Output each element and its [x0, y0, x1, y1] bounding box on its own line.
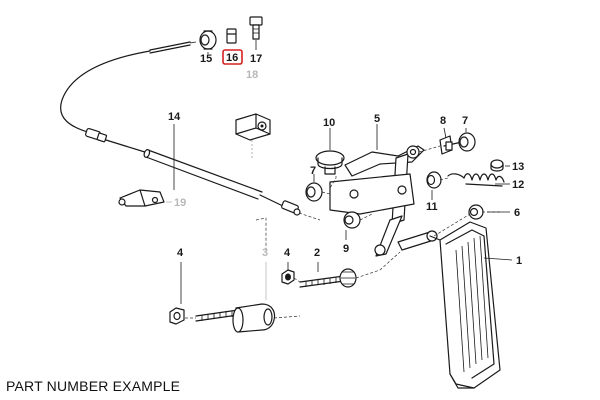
diagram-caption: PART NUMBER EXAMPLE [6, 378, 181, 394]
part-7-bushing-upper [458, 132, 476, 152]
part-4-nut-lower [169, 307, 185, 325]
part-5-pedal-lever [329, 145, 438, 257]
part-10-stop-pin [315, 150, 345, 175]
callout-10: 10 [323, 117, 335, 129]
callout-9: 9 [343, 243, 349, 255]
part-6-bushing [468, 204, 484, 220]
highlight-part-16 [222, 49, 243, 65]
part-2-adjusting-bolt [299, 268, 357, 288]
callout-18: 18 [246, 69, 258, 81]
part-18-bracket [235, 113, 271, 141]
callout-11: 11 [426, 201, 438, 213]
callout-1: 1 [516, 255, 522, 267]
callout-14: 14 [168, 111, 181, 123]
part-9-bushing [343, 211, 361, 229]
callout-7-lower: 7 [310, 165, 316, 177]
part-15-grommet [199, 30, 217, 50]
callout-13: 13 [512, 161, 524, 173]
leader-lines [185, 140, 500, 319]
part-11-bushing [426, 171, 442, 189]
part-8-clip [439, 135, 463, 155]
callout-stems [166, 40, 513, 304]
callout-4-left: 4 [177, 247, 184, 259]
part-12-return-spring [447, 173, 505, 187]
callout-19: 19 [174, 197, 186, 209]
callout-17: 17 [250, 53, 262, 65]
callout-16: 16 [226, 52, 238, 64]
part-1-pedal [429, 221, 501, 389]
callout-5: 5 [374, 113, 380, 125]
callout-3: 3 [262, 247, 268, 259]
part-3-stop-buffer [195, 303, 276, 333]
part-19-cable-clip [118, 189, 165, 207]
callout-15: 15 [200, 53, 212, 65]
callout-7-upper: 7 [462, 115, 468, 127]
callout-2: 2 [314, 247, 320, 259]
callout-8: 8 [440, 115, 446, 127]
callout-4-right: 4 [284, 247, 291, 259]
callout-6: 6 [514, 207, 520, 219]
part-7-bushing-lower [305, 182, 323, 202]
callout-labels: 15 16 17 18 14 10 5 8 7 13 12 7 19 11 6 … [168, 52, 524, 267]
part-4-nut-upper [281, 269, 295, 285]
part-13-nut [490, 159, 504, 172]
part-17-bolt [249, 16, 263, 40]
part-16-clip [226, 28, 237, 44]
callout-12: 12 [512, 179, 524, 191]
throttle-cable [60, 41, 321, 221]
